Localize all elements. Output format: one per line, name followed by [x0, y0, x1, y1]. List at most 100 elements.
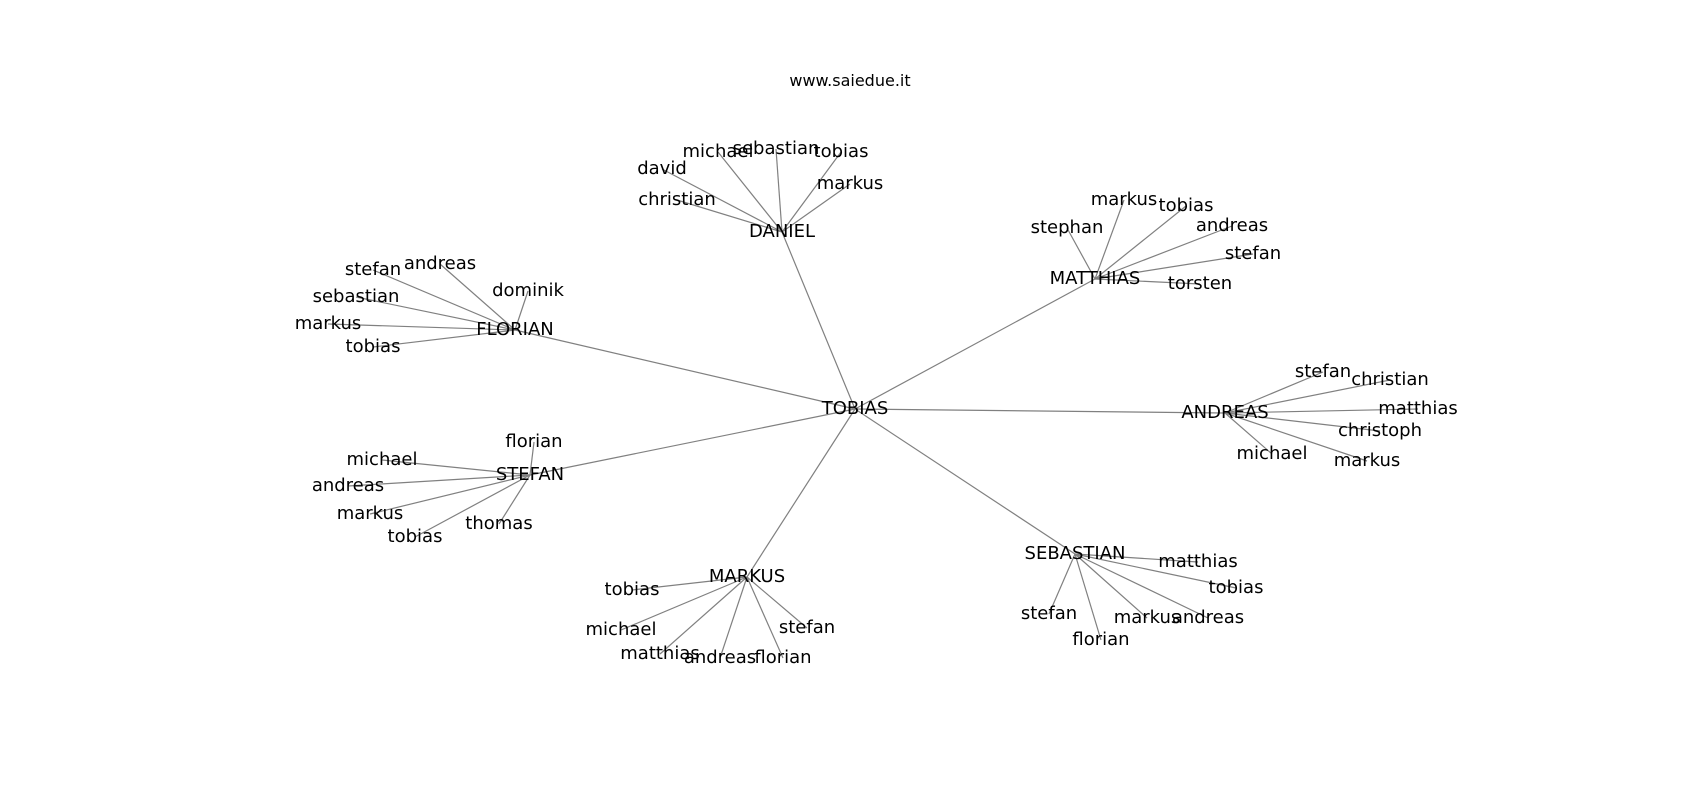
- leaf-node-label: stefan: [1021, 603, 1077, 624]
- leaf-edge-stefan-tobias: [414, 474, 531, 538]
- leaf-edge-sebastian-tobias: [1074, 553, 1237, 589]
- root-edge-matthias: [854, 278, 1096, 410]
- leaf-edge-stefan-florian: [529, 441, 535, 476]
- hub-node-label: ANDREAS: [1181, 402, 1268, 423]
- leaf-node-label: matthias: [1378, 398, 1458, 419]
- leaf-node-label: stefan: [1225, 243, 1281, 264]
- leaf-node-label: torsten: [1168, 273, 1232, 294]
- leaf-edge-andreas-markus: [1224, 412, 1368, 462]
- hub-node-label: MARKUS: [709, 566, 785, 587]
- leaf-edge-markus-michael: [620, 576, 748, 631]
- leaf-node-label: andreas: [404, 253, 476, 274]
- leaf-node-label: christian: [638, 189, 716, 210]
- root-edge-markus: [746, 408, 856, 578]
- leaf-node-label: matthias: [620, 643, 700, 664]
- leaf-node-label: michael: [683, 141, 754, 162]
- leaf-edge-sebastian-stefan: [1048, 553, 1076, 615]
- leaf-node-label: stefan: [1295, 361, 1351, 382]
- leaf-node-label: stefan: [345, 259, 401, 280]
- leaf-node-label: markus: [337, 503, 404, 524]
- root-edge-andreas: [854, 408, 1226, 414]
- leaf-edge-matthias-stefan: [1094, 253, 1254, 280]
- leaf-node-label: markus: [1334, 450, 1401, 471]
- leaf-edge-daniel-michael: [717, 151, 783, 233]
- leaf-edge-daniel-christian: [676, 199, 783, 233]
- leaf-edge-sebastian-matthias: [1074, 553, 1199, 563]
- leaf-edge-matthias-markus: [1094, 199, 1125, 280]
- root-edge-florian: [514, 329, 856, 410]
- leaf-node-label: florian: [1072, 629, 1129, 650]
- leaf-node-label: michael: [347, 449, 418, 470]
- hub-node-label: MATTHIAS: [1050, 268, 1141, 289]
- leaf-node-label: christoph: [1338, 420, 1422, 441]
- hub-node-label: STEFAN: [496, 464, 564, 485]
- leaf-edge-stefan-thomas: [498, 474, 531, 525]
- hub-node-label: DANIEL: [749, 221, 815, 242]
- leaf-edge-matthias-torsten: [1094, 278, 1201, 285]
- leaf-node-label: stephan: [1031, 217, 1104, 238]
- leaf-node-label: tobias: [814, 141, 869, 162]
- leaf-node-label: david: [637, 158, 687, 179]
- leaf-node-label: tobias: [1159, 195, 1214, 216]
- leaf-node-label: florian: [754, 647, 811, 668]
- leaf-edge-markus-stefan: [746, 576, 808, 629]
- leaf-node-label: florian: [505, 431, 562, 452]
- leaf-node-label: sebastian: [313, 286, 400, 307]
- leaf-node-label: tobias: [388, 526, 443, 547]
- leaf-node-label: michael: [1237, 443, 1308, 464]
- hub-node-label: FLORIAN: [476, 319, 554, 340]
- leaf-edge-florian-sebastian: [355, 296, 516, 331]
- root-edge-daniel: [781, 231, 856, 410]
- leaf-edge-daniel-markus: [781, 183, 851, 233]
- leaf-node-label: markus: [1091, 189, 1158, 210]
- leaf-edge-stefan-andreas: [347, 474, 531, 487]
- leaf-edge-andreas-christian: [1224, 379, 1391, 414]
- leaf-node-label: sebastian: [733, 138, 820, 159]
- leaf-node-label: andreas: [1196, 215, 1268, 236]
- root-node-label: TOBIAS: [821, 398, 889, 419]
- leaf-edge-markus-tobias: [631, 576, 748, 591]
- leaf-node-label: michael: [586, 619, 657, 640]
- leaf-edge-florian-tobias: [372, 329, 516, 348]
- leaf-edge-sebastian-andreas: [1074, 553, 1209, 619]
- leaf-node-label: stefan: [779, 617, 835, 638]
- leaf-node-label: andreas: [312, 475, 384, 496]
- leaf-edge-daniel-tobias: [781, 151, 842, 233]
- leaf-edge-markus-florian: [746, 576, 784, 659]
- leaf-edge-matthias-tobias: [1094, 205, 1187, 280]
- leaf-edge-daniel-david: [661, 168, 783, 233]
- leaf-edge-matthias-andreas: [1094, 225, 1233, 280]
- leaf-node-label: markus: [1114, 607, 1181, 628]
- site-title: www.saiedue.it: [789, 71, 911, 90]
- leaf-edge-andreas-christoph: [1224, 412, 1381, 432]
- leaf-edge-sebastian-florian: [1074, 553, 1102, 641]
- leaf-edge-andreas-stefan: [1224, 371, 1324, 414]
- leaf-edge-florian-andreas: [439, 263, 516, 331]
- leaf-edge-florian-markus: [327, 323, 516, 331]
- leaf-node-label: markus: [295, 313, 362, 334]
- leaf-node-label: andreas: [1172, 607, 1244, 628]
- leaf-node-label: thomas: [465, 513, 532, 534]
- root-edge-sebastian: [854, 408, 1076, 555]
- leaf-node-label: tobias: [605, 579, 660, 600]
- leaf-edge-florian-stefan: [372, 269, 516, 331]
- leaf-edge-stefan-markus: [369, 474, 531, 515]
- leaf-node-label: tobias: [346, 336, 401, 357]
- leaf-node-label: christian: [1351, 369, 1429, 390]
- leaf-node-label: dominik: [492, 280, 564, 301]
- leaf-node-label: tobias: [1209, 577, 1264, 598]
- leaf-edge-markus-matthias: [659, 576, 748, 655]
- leaf-edge-markus-andreas: [719, 576, 748, 659]
- root-edge-stefan: [529, 408, 856, 476]
- leaf-edge-florian-dominik: [514, 290, 529, 331]
- leaf-edge-daniel-sebastian: [775, 148, 783, 233]
- leaf-edge-sebastian-markus: [1074, 553, 1148, 619]
- leaf-node-label: markus: [817, 173, 884, 194]
- leaf-node-label: matthias: [1158, 551, 1238, 572]
- leaf-edge-andreas-michael: [1224, 412, 1273, 455]
- leaf-edge-matthias-stephan: [1066, 227, 1096, 280]
- leaf-edge-stefan-michael: [381, 459, 531, 476]
- hub-node-label: SEBASTIAN: [1025, 543, 1126, 564]
- leaf-edge-andreas-matthias: [1224, 408, 1419, 414]
